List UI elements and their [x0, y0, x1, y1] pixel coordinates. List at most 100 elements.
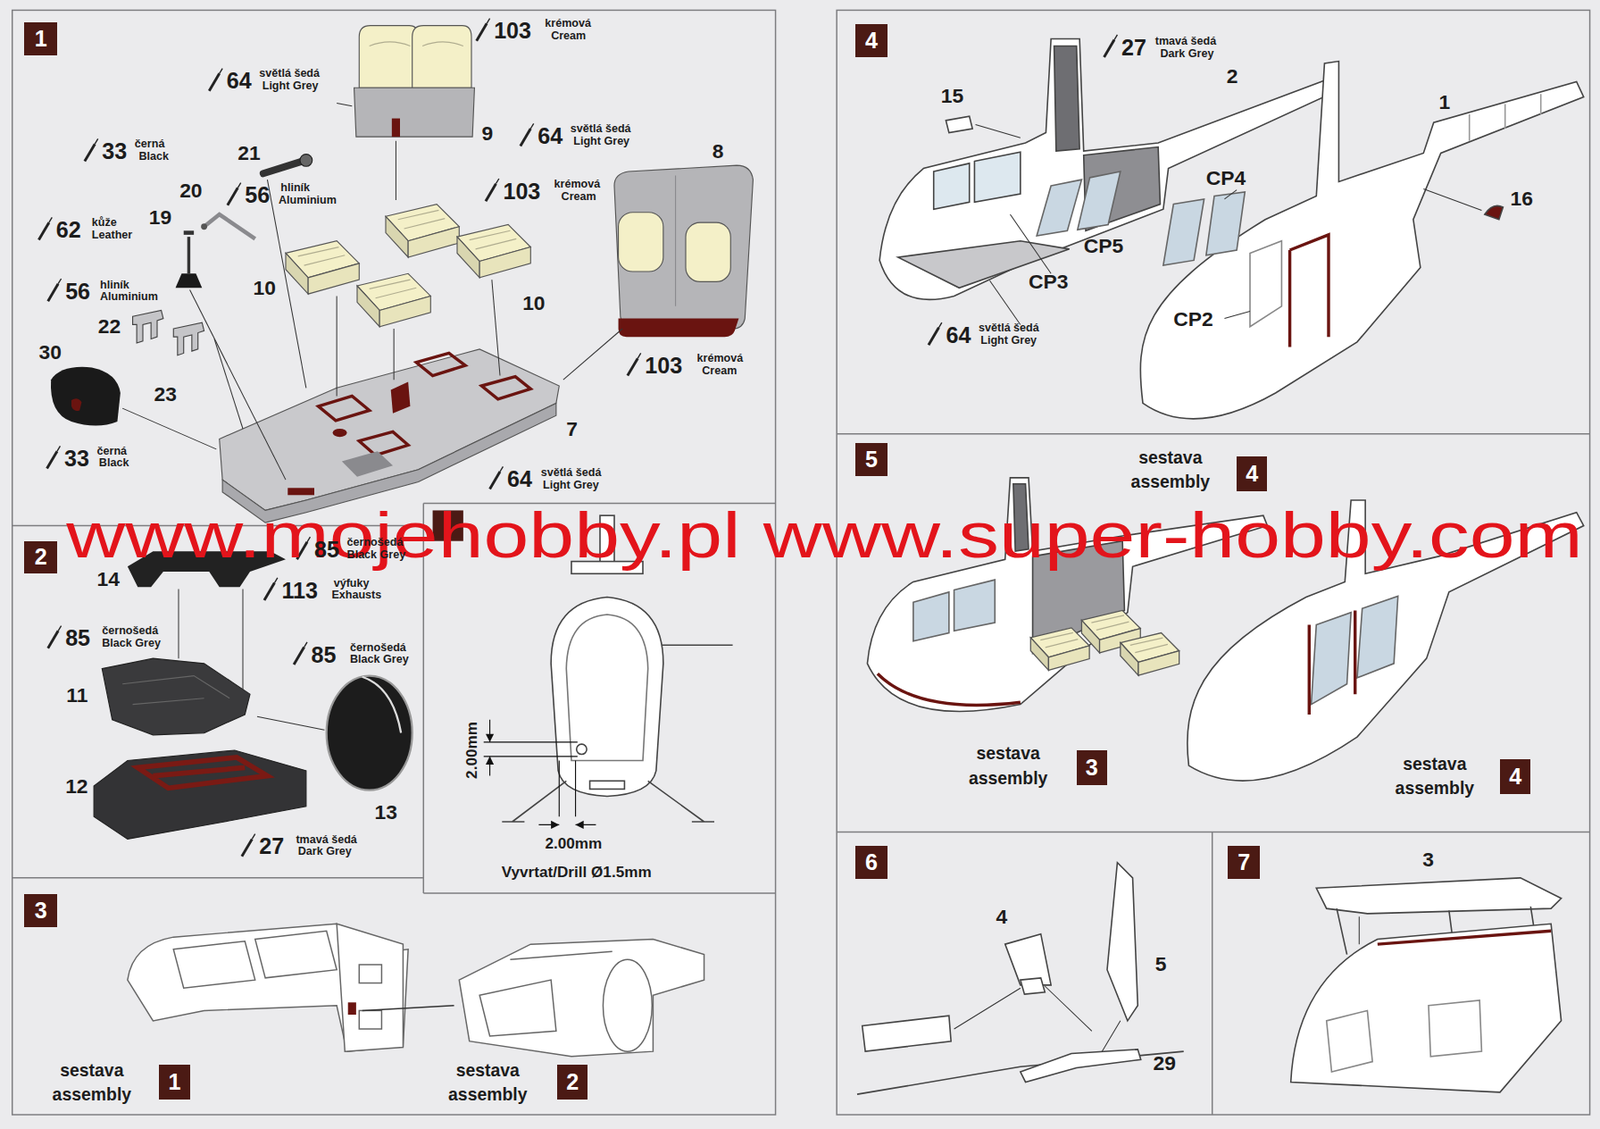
paint-name: černošedá: [350, 641, 407, 654]
panel-7-cabin: [1358, 916, 1360, 944]
paint-name: Leather: [91, 229, 133, 242]
assembly-note: sestava: [59, 1060, 124, 1079]
paint-name: Black: [99, 457, 130, 469]
leader-lines: [190, 290, 286, 481]
brush-icons: [490, 466, 504, 489]
paint-code: 103: [644, 353, 683, 377]
panel-3-sketch: [479, 950, 613, 1036]
box-number: 4: [865, 29, 878, 52]
leader-lines: [395, 141, 397, 200]
box-number: 3: [34, 899, 48, 922]
paint-code: 103: [502, 179, 541, 203]
assembly-note: assembly: [448, 1084, 527, 1103]
drill-front-view: [590, 780, 625, 789]
rear-seat: [354, 87, 475, 137]
drill-front-view: [483, 719, 597, 825]
panel-5-assembly: [1030, 627, 1090, 671]
brush-icons: [627, 352, 642, 375]
box-number: 2: [34, 545, 48, 568]
paint-code: 64: [507, 466, 533, 491]
assembly-reference-box: 2: [557, 1064, 588, 1100]
assembly-note: assembly: [968, 768, 1048, 787]
callout-number: 15: [941, 84, 964, 107]
panel-7-cabin: [1326, 1000, 1483, 1072]
leader-lines: [336, 295, 338, 396]
panel-4-fuselage: [975, 124, 1483, 325]
paint-name: černošedá: [347, 536, 404, 549]
brush-icons: [227, 183, 242, 206]
callout-number: 8: [712, 140, 725, 162]
front-seat: [618, 212, 664, 272]
panel-2-engine: [241, 588, 243, 690]
box-number: 6: [865, 850, 878, 874]
controls: [175, 154, 313, 289]
panel-2-engine: [137, 757, 267, 788]
rear-seat: [369, 41, 464, 47]
leader-lines: [491, 279, 500, 375]
brush-icons: [208, 68, 223, 92]
part-30: [50, 366, 121, 426]
panel-4-fuselage: [1290, 234, 1329, 348]
box-number: 5: [865, 448, 878, 471]
cabin-floor: [287, 487, 315, 495]
dimension: 2.00mm: [463, 721, 480, 779]
leader-lines: [122, 408, 217, 450]
controls: [200, 223, 208, 230]
panel-7-cabin: [1316, 877, 1561, 914]
callout-number: CP2: [1173, 308, 1213, 330]
controls: [204, 214, 256, 239]
panel-2-engine: [93, 750, 307, 839]
box-number: 3: [1085, 756, 1099, 779]
dimension: 2.00mm: [544, 834, 602, 851]
panel-4-fuselage: [1140, 61, 1584, 419]
panel-4-fuselage: [990, 280, 1021, 325]
callout-number: 2: [1226, 65, 1239, 87]
callout-number: 4: [995, 905, 1008, 927]
paint-code: 62: [56, 217, 82, 242]
cabin-floor: [219, 349, 560, 523]
paint-name: Aluminium: [100, 291, 159, 303]
panel-3-sketch: [458, 938, 704, 1056]
brush-icons: [38, 216, 52, 240]
paint-name: Black Grey: [101, 638, 161, 650]
paint-name: hliník: [100, 279, 130, 292]
step-number-box: 2: [24, 541, 58, 575]
callout-number: 7: [566, 417, 578, 440]
panel-4-fuselage: [1009, 214, 1051, 274]
callout-number: 10: [522, 291, 545, 314]
drill-front-view: [485, 733, 584, 829]
brush-icons: [293, 641, 308, 665]
paint-name: tmavá šedá: [295, 833, 357, 846]
brush-icons: [928, 322, 942, 345]
paint-name: krémová: [544, 18, 592, 31]
assembly-reference-box: 4: [1236, 456, 1267, 492]
paint-code: 64: [226, 68, 252, 92]
callout-number: 21: [237, 141, 260, 164]
brush-icons: [264, 577, 278, 600]
rear-seat: [358, 25, 418, 89]
paint-name: krémová: [697, 353, 744, 366]
drill-front-view: [550, 597, 664, 797]
panel-4-fuselage: [1423, 188, 1482, 210]
panel-frames: [12, 433, 1591, 1115]
paint-name: černá: [97, 446, 128, 459]
panel-4-fuselage: [933, 151, 1021, 209]
brush-icons: [38, 18, 1117, 857]
paint-name: světlá šedá: [570, 124, 632, 136]
panel-3-sketch: [602, 958, 652, 1051]
callout-number: 1: [1438, 91, 1450, 113]
part-30: [71, 398, 82, 411]
panel-6-tail: [1107, 862, 1138, 1021]
paint-code: 113: [281, 577, 318, 601]
paint-name: Light Grey: [573, 135, 630, 148]
pedals: [173, 322, 204, 356]
assembly-note: sestava: [976, 743, 1041, 762]
brush-icons: [47, 445, 61, 468]
panel-4-fuselage: [1224, 190, 1237, 200]
panel-4-fuselage: [1036, 171, 1121, 236]
front-seat: [614, 165, 753, 337]
paint-name: černošedá: [101, 625, 159, 638]
callout-number: 11: [66, 683, 88, 706]
leader-lines: [393, 328, 395, 380]
